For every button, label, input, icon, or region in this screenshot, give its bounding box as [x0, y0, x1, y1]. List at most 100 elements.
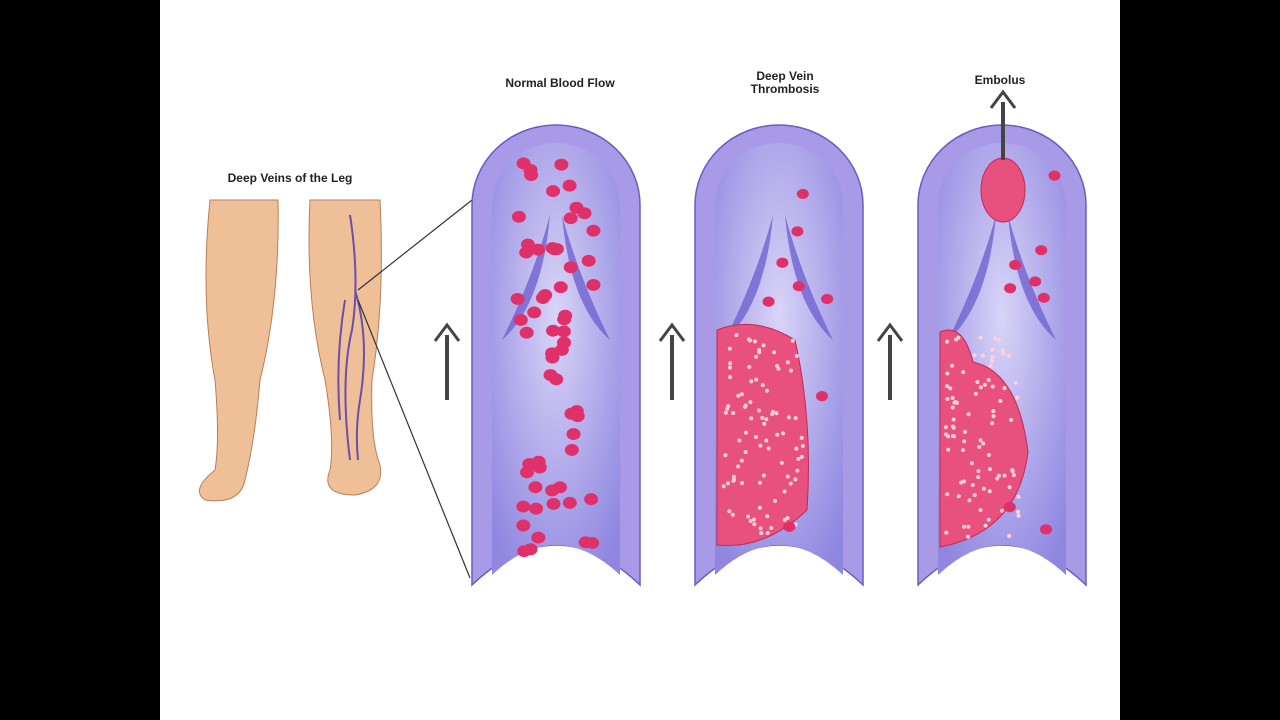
clot-fibrin	[782, 517, 787, 522]
blood-cell	[547, 243, 562, 256]
right-leg	[308, 199, 382, 496]
vessel-normal	[471, 124, 641, 587]
clot-fibrin	[1007, 485, 1012, 490]
clot-fibrin	[758, 443, 763, 448]
clot-fibrin	[1001, 351, 1006, 356]
deep-veins	[337, 214, 365, 461]
blood-cell	[577, 207, 592, 220]
clot-fibrin	[728, 375, 733, 380]
clot-fibrin	[753, 434, 758, 439]
clot-fibrin	[944, 530, 949, 535]
clot-fibrin	[760, 415, 765, 420]
clot-fibrin	[794, 446, 799, 451]
clot-fibrin	[999, 508, 1004, 513]
clot-fibrin	[740, 480, 745, 485]
clot-fibrin	[769, 525, 774, 530]
clot-fibrin	[759, 531, 764, 536]
clot-fibrin	[970, 482, 975, 487]
blood-cell	[546, 497, 561, 510]
clot-fibrin	[758, 526, 763, 531]
clot-fibrin	[989, 358, 994, 363]
blood-cell	[569, 405, 584, 418]
blood-cell	[586, 279, 601, 291]
clot-fibrin	[945, 384, 950, 389]
clot-fibrin	[761, 473, 766, 478]
blood-cell	[513, 313, 528, 326]
blood-cell	[520, 238, 535, 251]
clot-fibrin	[723, 410, 728, 415]
clot-fibrin	[751, 517, 756, 522]
blood-cell	[564, 443, 579, 456]
clot-fibrin	[723, 453, 728, 458]
clot-fibrin	[749, 416, 754, 421]
clot-fibrin	[782, 489, 787, 494]
blood-cell	[558, 309, 573, 322]
blood-cell	[516, 519, 531, 532]
blood-cell	[528, 481, 543, 494]
clot-fibrin	[754, 354, 759, 359]
clot-fibrin	[945, 492, 950, 497]
blood-cell	[511, 210, 526, 223]
clot-fibrin	[990, 421, 995, 426]
legs-illustration	[198, 199, 382, 502]
clot-fibrin	[986, 453, 991, 458]
clot-fibrin	[765, 388, 770, 393]
clot-fibrin	[986, 378, 991, 383]
diagram-canvas: Deep Veins of the Leg Normal Blood Flow …	[160, 0, 1120, 720]
clot-fibrin	[799, 435, 804, 440]
clot-fibrin	[990, 384, 995, 389]
normal-flow-label: Normal Blood Flow	[505, 76, 615, 90]
clot-fibrin	[764, 438, 769, 443]
clot-fibrin	[761, 343, 766, 348]
clot-fibrin	[793, 416, 798, 421]
blood-cell	[556, 325, 571, 338]
blood-cell	[562, 496, 577, 509]
clot-fibrin	[794, 353, 799, 358]
vessel-dvt	[694, 124, 864, 587]
arrow-head	[989, 89, 1017, 109]
clot-fibrin	[1007, 533, 1012, 538]
clot-fibrin	[799, 454, 804, 459]
blood-cell	[516, 500, 531, 513]
clot-fibrin	[757, 350, 762, 355]
clot-fibrin	[945, 396, 950, 401]
clot-fibrin	[800, 443, 805, 448]
left-leg	[198, 199, 279, 502]
blood-cell	[531, 455, 546, 468]
clot-fibrin	[1015, 395, 1020, 400]
clot-fibrin	[976, 475, 981, 480]
blood-cell	[584, 493, 599, 506]
clot-fibrin	[998, 398, 1003, 403]
dvt-label: Deep Vein Thrombosis	[750, 69, 820, 96]
blood-cell	[552, 481, 567, 494]
clot-fibrin	[737, 438, 742, 443]
clot-fibrin	[961, 370, 966, 375]
blood-cell	[821, 293, 834, 305]
clot-fibrin	[956, 494, 961, 499]
clot-fibrin	[963, 429, 968, 434]
clot-fibrin	[728, 361, 733, 366]
clot-fibrin	[776, 366, 781, 371]
clot-fibrin	[785, 360, 790, 365]
clot-fibrin	[983, 523, 988, 528]
clot-fibrin	[775, 432, 780, 437]
blood-cell	[1009, 259, 1022, 270]
dvt-illustration	[198, 89, 1087, 587]
clot-fibrin	[950, 396, 955, 401]
clot-fibrin	[954, 337, 959, 342]
blood-cell	[586, 224, 601, 237]
blood-cell	[516, 157, 531, 170]
flow-arrow-icon	[876, 322, 904, 400]
clot-fibrin	[946, 447, 951, 452]
clot-fibrin	[978, 508, 983, 513]
clot-fibrin	[987, 467, 992, 472]
clot-fibrin	[944, 425, 949, 430]
clot-fibrin	[980, 353, 985, 358]
clot-fibrin	[978, 438, 983, 443]
clot-fibrin	[972, 493, 977, 498]
blood-cell	[1040, 524, 1053, 535]
clot-fibrin	[736, 464, 741, 469]
embolus-clot	[980, 157, 1026, 223]
clot-fibrin	[795, 468, 800, 473]
arrow-head	[658, 322, 686, 342]
